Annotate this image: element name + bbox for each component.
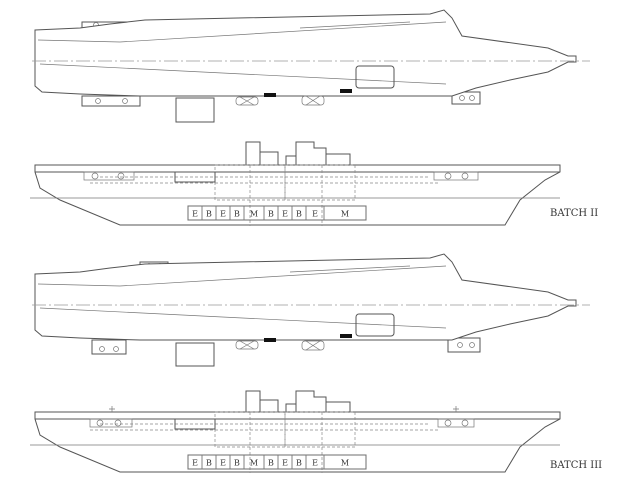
batch-3-label: BATCH III — [550, 460, 602, 471]
machinery-section-label: E — [282, 459, 288, 468]
machinery-section-label: B — [296, 210, 302, 219]
batch-3-plan-view — [32, 253, 590, 367]
machinery-section-label: B — [234, 459, 240, 468]
machinery-section-label: E — [220, 459, 226, 468]
machinery-section-label: E — [220, 210, 226, 219]
batch-2-plan-view — [32, 9, 590, 123]
machinery-section-label: B — [206, 459, 212, 468]
machinery-section-box — [323, 205, 367, 221]
machinery-section-label: E — [312, 210, 318, 219]
machinery-section-label: B — [296, 459, 302, 468]
machinery-section-label: B — [234, 210, 240, 219]
machinery-section-label: M — [250, 210, 258, 219]
machinery-section-label: E — [192, 459, 198, 468]
machinery-section-label: E — [282, 210, 288, 219]
machinery-section-label: M — [250, 459, 258, 468]
machinery-section-label: E — [312, 459, 318, 468]
batch-2-label: BATCH II — [550, 208, 598, 219]
machinery-section-label: B — [268, 459, 274, 468]
machinery-section-label: M — [341, 459, 349, 468]
machinery-section-box — [323, 454, 367, 470]
machinery-section-label: B — [268, 210, 274, 219]
machinery-section-label: M — [341, 210, 349, 219]
machinery-section-label: B — [206, 210, 212, 219]
machinery-section-label: E — [192, 210, 198, 219]
